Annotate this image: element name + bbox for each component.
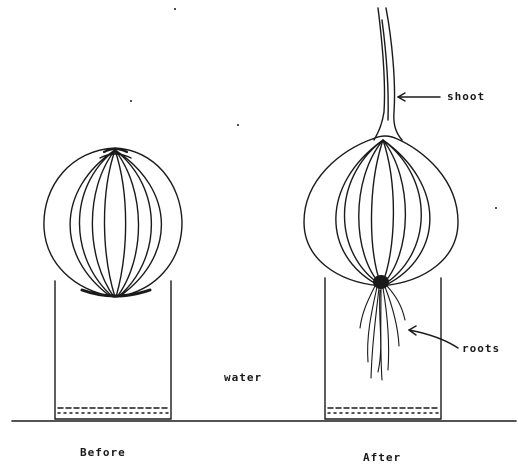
before-label: Before: [80, 446, 126, 459]
after-onion-shoot: [374, 8, 402, 140]
after-onion-roots: [360, 286, 405, 380]
after-glass: [325, 278, 441, 419]
after-onion-bulb: [304, 136, 458, 289]
water-label: water: [224, 371, 262, 384]
specks: [130, 8, 497, 209]
roots-pointer-arrow: [409, 326, 458, 348]
after-label: After: [363, 451, 401, 464]
shoot-pointer-arrow: [398, 93, 440, 101]
before-onion-bulb: [44, 148, 182, 297]
before-glass: [55, 281, 171, 419]
roots-label: roots: [462, 342, 500, 355]
shoot-label: shoot: [447, 90, 485, 103]
